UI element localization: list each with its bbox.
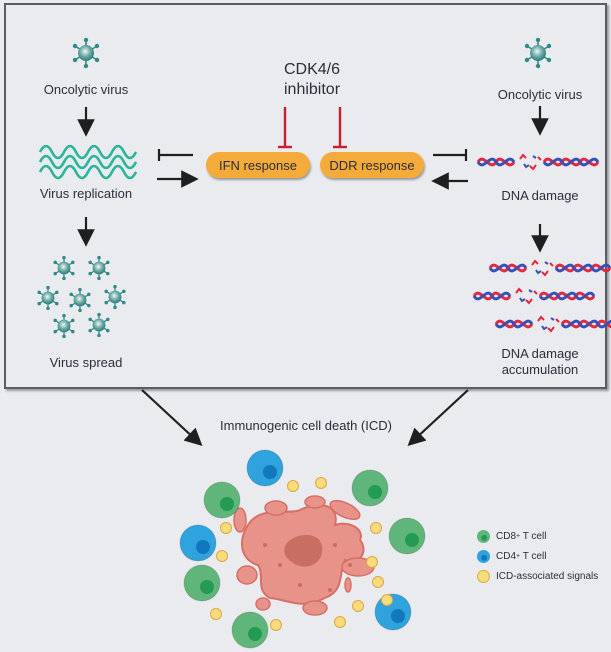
icd-signal [315, 477, 327, 489]
icd-signal [210, 608, 222, 620]
dying-tumor-cell [233, 495, 375, 616]
icd-signal [220, 522, 232, 534]
left-oncolytic-virus-label: Oncolytic virus [43, 82, 129, 97]
dna-accumulation-icon [472, 259, 611, 333]
dna-damage-accumulation-label: DNA damage accumulation [480, 346, 600, 378]
icd-signal [287, 480, 299, 492]
cd8-t-cell [231, 611, 269, 649]
inhibitor-bar-ifn [278, 107, 292, 149]
ddr-response-label: DDR response [329, 157, 415, 173]
oncolytic-virus-icon-right [523, 36, 553, 70]
legend-label: CD8 [496, 531, 517, 542]
icd-signal [352, 600, 364, 612]
ifn-response-label: IFN response [218, 157, 298, 173]
cd4-t-cell [179, 524, 217, 562]
cd8-t-cell [388, 517, 426, 555]
icd-signal [372, 576, 384, 588]
legend-label: CD4 [496, 551, 517, 562]
arrow-to-icd-left [141, 389, 203, 446]
inhibit-bar-right [433, 149, 468, 161]
legend-item-cd4: CD4+ T cell [477, 550, 546, 563]
cdk46-inhibitor-label: CDK4/6 inhibitor [262, 60, 362, 100]
legend-sup: + [516, 533, 521, 540]
inhibitor-bar-ddr [333, 107, 347, 149]
virus-replication-label: Virus replication [39, 186, 133, 201]
icd-signal [334, 616, 346, 628]
icd-signal [370, 522, 382, 534]
inhibit-bar-left [157, 149, 193, 161]
legend-suffix: T cell [520, 531, 547, 542]
cd4-t-cell [374, 593, 412, 631]
legend-item-icd-signals: ICD-associated signals [477, 570, 598, 583]
dna-damage-label: DNA damage [501, 188, 579, 203]
virus-spread-label: Virus spread [49, 355, 123, 370]
inhibitor-line-1: CDK4/6 [283, 61, 341, 78]
cd8-cell-icon [477, 530, 490, 543]
rna-replication-icon [38, 144, 138, 180]
ifn-response-pill: IFN response [206, 152, 310, 178]
inhibitor-line-2: inhibitor [283, 81, 341, 98]
cd4-cell-icon [477, 550, 490, 563]
legend-sup: + [516, 553, 521, 560]
ddr-response-pill: DDR response [320, 152, 424, 178]
icd-signal [366, 556, 378, 568]
dna-damage-icon [476, 153, 600, 171]
cd8-t-cell [183, 564, 221, 602]
right-oncolytic-virus-label: Oncolytic virus [497, 87, 583, 102]
virus-spread-icon [36, 255, 127, 339]
icd-signal [270, 619, 282, 631]
icd-signal [216, 550, 228, 562]
accumulation-line-2: accumulation [501, 362, 579, 377]
cd8-t-cell [203, 481, 241, 519]
oncolytic-virus-icon-left [72, 36, 101, 70]
icd-label: Immunogenic cell death (ICD) [220, 418, 392, 433]
legend-item-cd8: CD8+ T cell [477, 530, 546, 543]
cd4-t-cell [246, 449, 284, 487]
icd-signal [381, 594, 393, 606]
legend-suffix: T cell [520, 551, 547, 562]
icd-signal-icon [477, 570, 490, 583]
arrow-to-icd-right [407, 389, 469, 446]
cd8-t-cell [351, 469, 389, 507]
accumulation-line-1: DNA damage [501, 346, 579, 361]
legend-label: ICD-associated signals [496, 571, 599, 582]
